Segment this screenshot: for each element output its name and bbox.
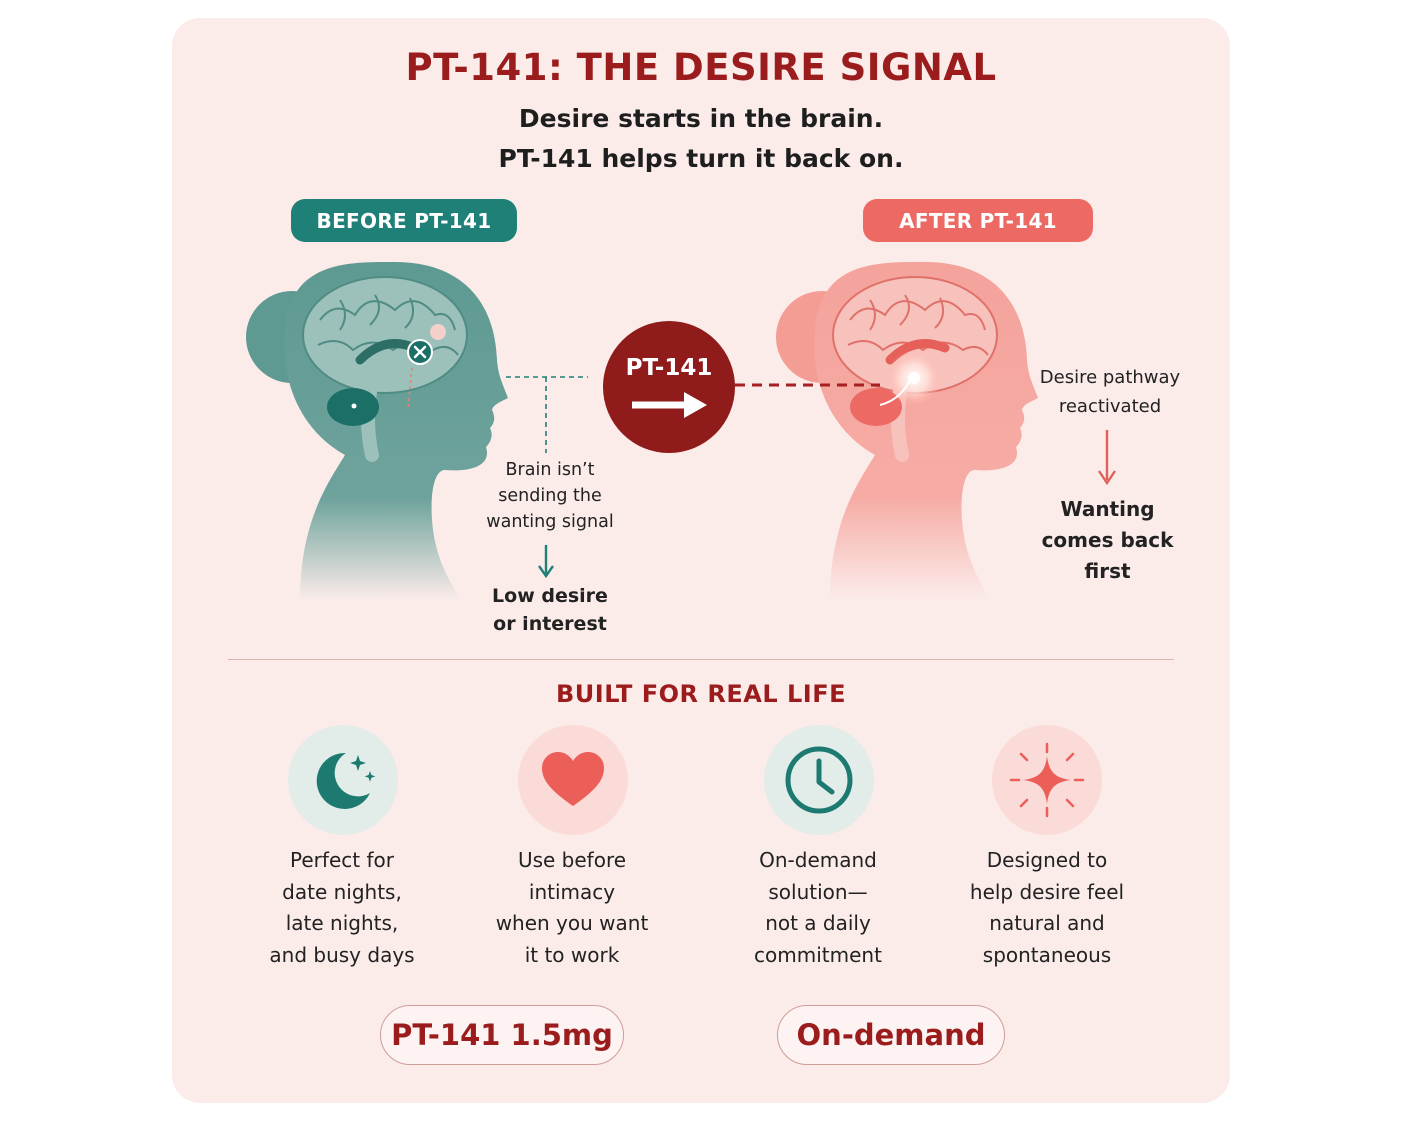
after-brain <box>832 276 998 462</box>
before-result-line: or interest <box>493 613 607 635</box>
feature-line: spontaneous <box>982 942 1112 967</box>
after-result-line: Wanting <box>1060 497 1155 521</box>
feature-line: it to work <box>524 942 620 967</box>
pt141-badge <box>603 321 735 453</box>
after-label-pill: AFTER PT-141 <box>863 199 1093 242</box>
before-label-pill: BEFORE PT-141 <box>291 199 517 242</box>
feature-icon-circle <box>764 725 874 835</box>
feature-line: when you want <box>495 911 649 935</box>
moon-stars-icon <box>316 752 376 809</box>
feature-line: intimacy <box>528 879 616 904</box>
feature-icon-circle <box>288 725 398 835</box>
subtitle-line-2: PT-141 helps turn it back on. <box>498 144 904 173</box>
before-result-line: Low desire <box>492 585 608 607</box>
section-divider <box>228 659 1174 660</box>
before-result: Low desire or interest <box>470 582 630 638</box>
feature-line: Use before <box>517 848 627 872</box>
after-result-line: first <box>1084 559 1131 583</box>
before-connector <box>506 376 588 579</box>
feature-line: On-demand <box>759 848 877 872</box>
sparkle-icon <box>1009 742 1085 818</box>
feature-line: and busy days <box>269 942 415 967</box>
after-result: Wanting comes back first <box>1030 494 1185 587</box>
before-note-line: Brain isn’t <box>505 460 595 480</box>
feature-icon-circle <box>992 725 1102 835</box>
before-note: Brain isn’t sending the wanting signal <box>470 457 630 535</box>
after-note-line: reactivated <box>1058 396 1162 417</box>
page-title: PT-141: THE DESIRE SIGNAL <box>405 46 997 89</box>
subtitle-line-1: Desire starts in the brain. <box>518 104 884 133</box>
feature-text: On-demand solution— not a daily commitme… <box>718 845 918 971</box>
feature-line: solution— <box>768 879 868 904</box>
before-brain <box>302 276 468 462</box>
before-note-line: sending the <box>498 486 602 506</box>
feature-line: date nights, <box>282 879 402 904</box>
right-arrow-icon <box>632 392 707 418</box>
feature-text: Designed to help desire feel natural and… <box>942 845 1152 971</box>
after-arrow <box>1098 430 1116 486</box>
clock-icon <box>785 746 853 814</box>
feature-line: help desire feel <box>969 879 1125 904</box>
after-note-line: Desire pathway <box>1039 367 1181 388</box>
feature-text: Use before intimacy when you want it to … <box>472 845 672 971</box>
features-title: BUILT FOR REAL LIFE <box>556 680 846 708</box>
on-demand-tag: On-demand <box>777 1005 1005 1065</box>
dose-tag: PT-141 1.5mg <box>380 1005 624 1065</box>
feature-line: not a daily <box>765 911 871 935</box>
pt141-badge-label: PT-141 <box>625 355 713 381</box>
heart-icon <box>542 752 604 806</box>
feature-line: natural and <box>989 911 1105 935</box>
feature-icon-circle <box>518 725 628 835</box>
after-note: Desire pathway reactivated <box>1030 363 1190 421</box>
brain-diagram <box>246 261 1116 600</box>
before-note-line: wanting signal <box>486 512 614 532</box>
after-result-line: comes back <box>1041 528 1174 552</box>
feature-line: Designed to <box>986 848 1108 872</box>
feature-line: Perfect for <box>290 848 394 872</box>
feature-line: commitment <box>754 942 882 967</box>
feature-line: late nights, <box>285 911 399 935</box>
feature-text: Perfect for date nights, late nights, an… <box>242 845 442 971</box>
